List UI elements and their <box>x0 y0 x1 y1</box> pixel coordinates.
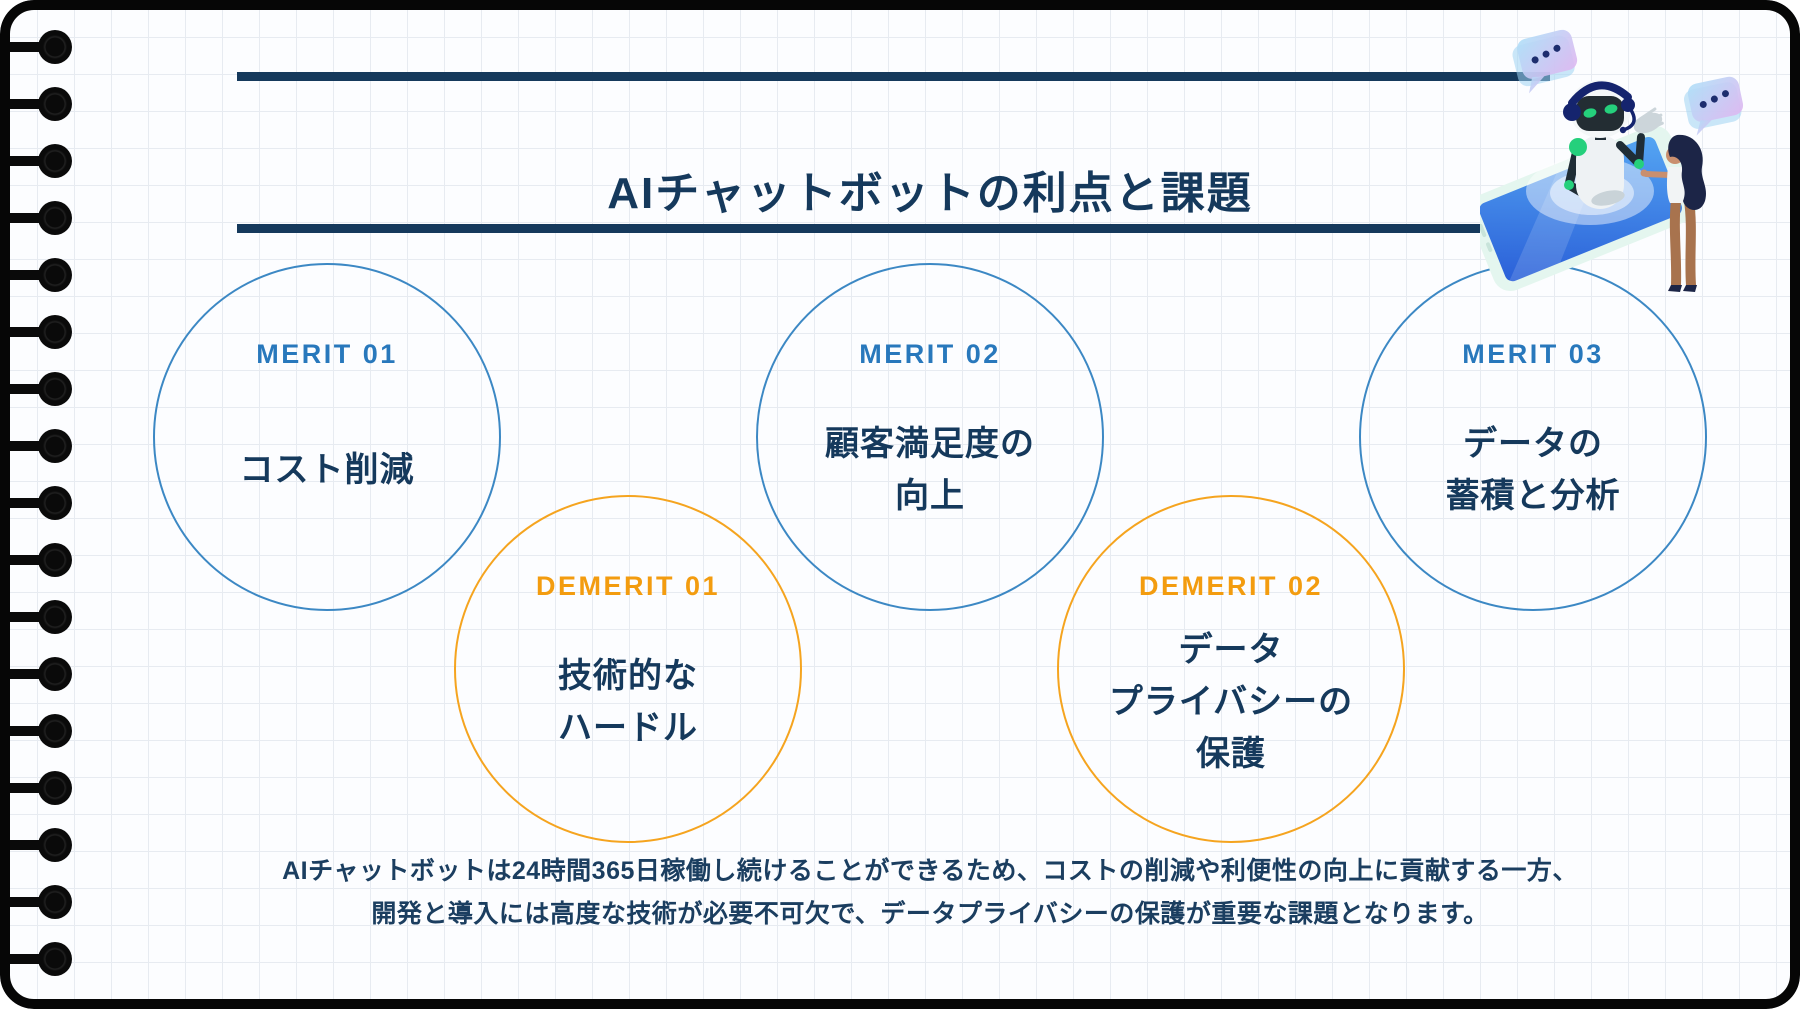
demerit-02-label: DEMERIT 02 <box>1138 571 1324 601</box>
demerit-02-line3: 保護 <box>1196 735 1266 773</box>
title-rule-top <box>237 72 1550 81</box>
robot-icon <box>1563 80 1664 209</box>
demerit-02-text: データ プライバシーの 保護 <box>1059 624 1403 780</box>
merit-02-line2: 向上 <box>895 477 965 515</box>
merit-02-circle: MERIT 02 顧客満足度の 向上 <box>756 263 1104 611</box>
page-title: AIチャットボットの利点と課題 <box>607 169 1253 219</box>
binding-ring <box>0 428 80 464</box>
demerit-02-line1: データ <box>1178 631 1284 669</box>
binding-ring <box>0 257 80 293</box>
binding-ring <box>0 599 80 635</box>
merit-02-line1: 顧客満足度の <box>825 425 1035 463</box>
merit-01-label: MERIT 01 <box>256 339 398 369</box>
chatbot-illustration <box>1480 29 1744 292</box>
demerit-01-circle: DEMERIT 01 技術的な ハードル <box>454 495 802 843</box>
merit-03-line1: データの <box>1463 425 1603 463</box>
binding-ring <box>0 29 80 65</box>
demerit-02-line2: プライバシーの <box>1108 683 1354 721</box>
merit-01-line1: コスト削減 <box>239 451 415 489</box>
binding-ring <box>0 656 80 692</box>
binding-ring <box>0 884 80 920</box>
demerit-02-circle: DEMERIT 02 データ プライバシーの 保護 <box>1057 495 1405 843</box>
chat-bubble-icon <box>1512 29 1578 94</box>
binding-ring <box>0 143 80 179</box>
merit-01-text: コスト削減 <box>155 444 499 496</box>
demerit-01-line1: 技術的な <box>558 657 698 695</box>
demerit-01-line2: ハードル <box>558 709 698 747</box>
merit-03-label: MERIT 03 <box>1462 339 1604 369</box>
summary-caption: AIチャットボットは24時間365日稼働し続けることができるため、コストの削減や… <box>200 850 1660 936</box>
binding-ring <box>0 485 80 521</box>
binding-ring <box>0 314 80 350</box>
chat-bubble-icon <box>1683 76 1744 136</box>
merit-03-line2: 蓄積と分析 <box>1445 477 1621 515</box>
summary-caption-line1: AIチャットボットは24時間365日稼働し続けることができるため、コストの削減や… <box>282 857 1578 885</box>
title-rule-bottom <box>237 224 1550 233</box>
binding-ring <box>0 86 80 122</box>
merit-02-label: MERIT 02 <box>859 339 1001 369</box>
binding-ring <box>0 371 80 407</box>
summary-caption-line2: 開発と導入には高度な技術が必要不可欠で、データプライバシーの保護が重要な課題とな… <box>371 900 1489 928</box>
binding-ring <box>0 770 80 806</box>
merit-02-text: 顧客満足度の 向上 <box>758 418 1102 522</box>
binding-ring <box>0 713 80 749</box>
binding-ring <box>0 200 80 236</box>
merit-03-circle: MERIT 03 データの 蓄積と分析 <box>1359 263 1707 611</box>
binding-ring <box>0 941 80 977</box>
binding-ring <box>0 827 80 863</box>
demerit-01-label: DEMERIT 01 <box>535 571 721 601</box>
binding-ring <box>0 542 80 578</box>
notebook-binding <box>0 0 80 1009</box>
woman-figure <box>1640 134 1707 292</box>
merit-03-text: データの 蓄積と分析 <box>1361 418 1705 522</box>
demerit-01-text: 技術的な ハードル <box>456 650 800 754</box>
merit-01-circle: MERIT 01 コスト削減 <box>153 263 501 611</box>
